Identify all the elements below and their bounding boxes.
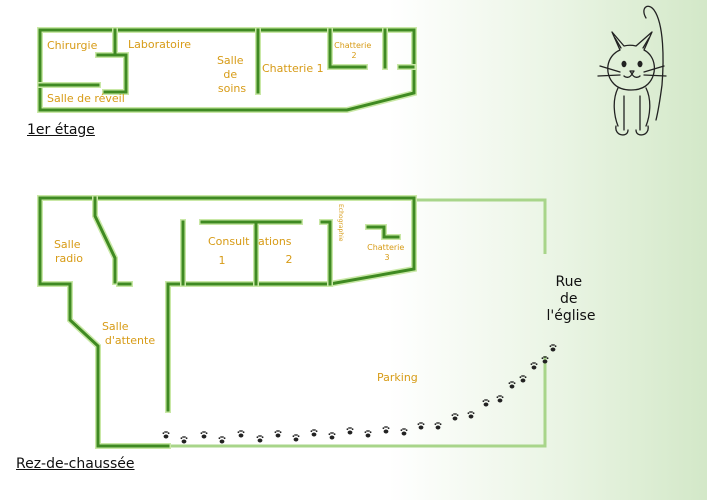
room-label-chatterie-3-line-1: Chatterie	[367, 243, 404, 252]
ground-floor-room-labels: Salle radio Consult ations 1 2 Echograph…	[54, 204, 418, 384]
upper-floor-walls	[37, 27, 417, 113]
room-label-salle-radio-line-1: Salle	[54, 238, 81, 251]
room-label-chatterie-3: Chatterie 3	[367, 243, 407, 262]
street-label-line-2: de	[560, 291, 578, 307]
paw-print-icon	[541, 356, 549, 364]
paw-print-icon	[451, 413, 459, 421]
room-label-salle-de-reveil: Salle de réveil	[47, 92, 125, 105]
room-label-chirurgie: Chirurgie	[47, 39, 98, 52]
room-label-salle-de-soins-line-3: soins	[218, 82, 246, 95]
paw-print-icon	[482, 399, 490, 407]
paw-print-icon	[200, 431, 208, 439]
floor-title-ground: Rez-de-chaussée	[16, 456, 135, 472]
paw-print-icon	[382, 426, 390, 434]
paw-print-icon	[519, 375, 527, 383]
upper-floor-plan: Chirurgie Laboratoire Salle de soins Cha…	[37, 27, 417, 113]
floor-title-upper: 1er étage	[27, 122, 95, 138]
room-label-salle-attente: Salle d'attente	[102, 320, 155, 347]
room-label-consultations-left: Consult	[208, 235, 250, 248]
street-label: Rue de l'église	[547, 274, 596, 324]
paw-print-icon	[310, 429, 318, 437]
room-label-salle-radio-line-2: radio	[55, 252, 83, 265]
room-label-echographie: Echographie	[337, 204, 344, 242]
room-label-chatterie-1: Chatterie 1	[262, 62, 324, 75]
paw-print-icon	[346, 427, 354, 435]
room-label-consultation-2: 2	[286, 253, 293, 266]
cat-icon	[597, 5, 667, 136]
paw-print-icon	[467, 411, 475, 419]
room-label-chatterie-2-line-1: Chatterie	[334, 41, 371, 50]
ground-floor-walls	[37, 195, 417, 449]
paw-print-icon	[508, 381, 516, 389]
paw-print-trail	[162, 344, 557, 444]
room-label-salle-radio: Salle radio	[54, 238, 84, 265]
street-label-line-1: Rue	[555, 274, 582, 290]
room-label-consultation-1: 1	[219, 254, 226, 267]
street-label-line-3: l'église	[547, 308, 596, 324]
paw-print-icon	[496, 395, 504, 403]
paw-print-icon	[237, 430, 245, 438]
room-label-laboratoire: Laboratoire	[128, 38, 191, 51]
upper-floor-room-labels: Chirurgie Laboratoire Salle de soins Cha…	[47, 38, 374, 105]
parking-lot-outline	[168, 198, 547, 448]
room-label-salle-de-soins-line-2: de	[223, 68, 237, 81]
paw-print-icon	[274, 430, 282, 438]
paw-print-icon	[530, 362, 538, 370]
paw-print-icon	[180, 436, 188, 444]
paw-print-icon	[292, 434, 300, 442]
paw-print-icon	[400, 428, 408, 436]
paw-print-icon	[434, 422, 442, 430]
paw-print-icon	[364, 430, 372, 438]
paw-print-icon	[417, 422, 425, 430]
paw-print-icon	[162, 431, 170, 439]
ground-floor-plan: Salle radio Consult ations 1 2 Echograph…	[37, 195, 547, 449]
room-label-salle-attente-line-2: d'attente	[105, 334, 155, 347]
room-label-parking: Parking	[377, 371, 418, 384]
room-label-salle-attente-line-1: Salle	[102, 320, 129, 333]
room-label-consultations-right: ations	[258, 235, 292, 248]
paw-print-icon	[549, 344, 557, 352]
paw-print-icon	[256, 435, 264, 443]
paw-print-icon	[218, 436, 226, 444]
room-label-chatterie-2-line-2: 2	[351, 51, 356, 60]
room-label-salle-de-soins: Salle de soins	[217, 54, 247, 95]
room-label-chatterie-2: Chatterie 2	[334, 41, 374, 60]
paw-print-icon	[328, 432, 336, 440]
room-label-salle-de-soins-line-1: Salle	[217, 54, 244, 67]
room-label-chatterie-3-line-2: 3	[384, 253, 389, 262]
